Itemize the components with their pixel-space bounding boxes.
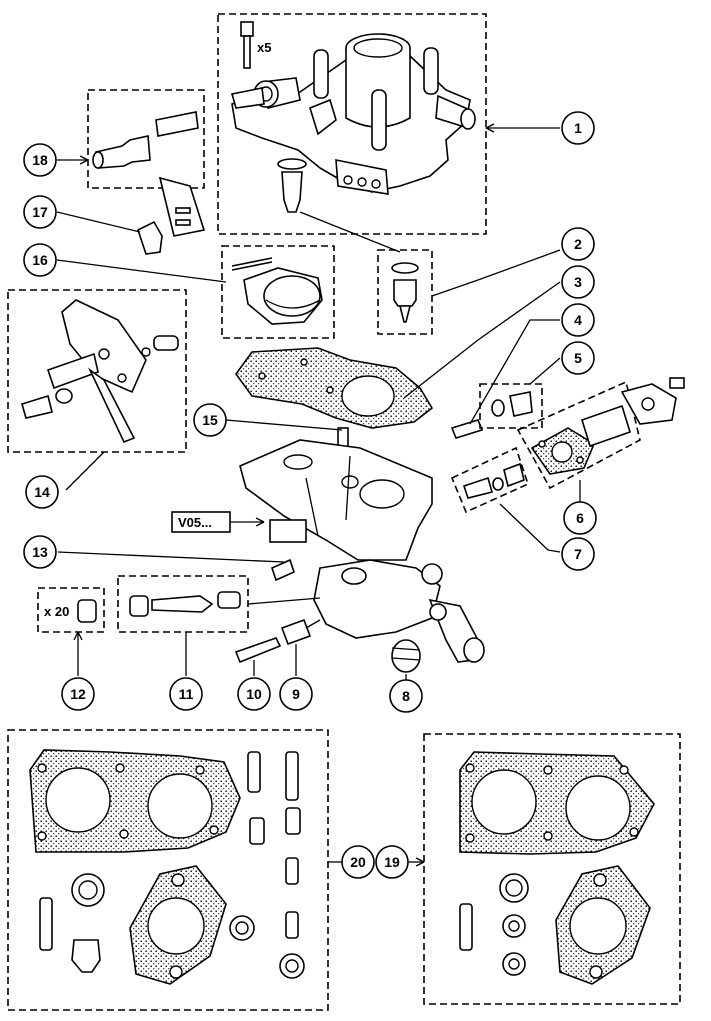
part-6-pump-group (516, 377, 685, 516)
part-11-idle-screw-group (117, 575, 321, 676)
svg-text:4: 4 (574, 312, 582, 328)
svg-text:18: 18 (32, 152, 48, 168)
svg-text:1: 1 (574, 120, 582, 136)
svg-text:6: 6 (576, 510, 584, 526)
part-1-top-cover-group: x5 (217, 13, 560, 235)
callout-3: 3 (561, 265, 595, 299)
svg-text:10: 10 (246, 686, 262, 702)
callout-6: 6 (563, 501, 597, 535)
svg-text:17: 17 (32, 204, 48, 220)
part-13-screw (57, 551, 295, 582)
svg-text:14: 14 (34, 484, 50, 500)
callout-14: 14 (25, 475, 59, 509)
part-12-plug-group: x 20 (37, 587, 105, 676)
callout-12: 12 (61, 677, 95, 711)
code-label: V05... (178, 515, 212, 530)
code-label-box: V05... (171, 511, 265, 533)
leader-lines (56, 155, 227, 283)
callout-17: 17 (23, 195, 57, 229)
part-14-choke-lever-group (7, 289, 187, 491)
callout-7: 7 (561, 537, 595, 571)
callout-16: 16 (23, 243, 57, 277)
svg-text:3: 3 (574, 274, 582, 290)
part-17-clip (137, 176, 206, 255)
callout-4: 4 (561, 303, 595, 337)
callout-9: 9 (279, 677, 313, 711)
part-16-float-group (221, 245, 335, 339)
carburetor-main-body (239, 439, 485, 663)
svg-text:8: 8 (402, 688, 410, 704)
screws-qty-label: x5 (257, 40, 271, 55)
callout-5: 5 (561, 341, 595, 375)
kit-19-group (408, 733, 681, 1005)
svg-text:16: 16 (32, 252, 48, 268)
callout-19: 19 (375, 845, 409, 879)
callout-8: 8 (389, 679, 423, 713)
svg-text:9: 9 (292, 686, 300, 702)
part-9-spring (280, 618, 321, 676)
callout-20: 20 (341, 845, 375, 879)
svg-text:11: 11 (179, 686, 194, 702)
callout-10: 10 (237, 677, 271, 711)
part-18-fuel-inlet-group (87, 89, 205, 189)
svg-text:5: 5 (574, 350, 582, 366)
cover-screw (240, 21, 254, 69)
part-8-spring (391, 639, 421, 680)
part-10-screw (234, 637, 282, 676)
part-2-needle-valve-group (299, 211, 561, 335)
svg-text:20: 20 (350, 854, 366, 870)
svg-text:15: 15 (202, 412, 218, 428)
callout-2: 2 (561, 227, 595, 261)
svg-text:19: 19 (384, 854, 400, 870)
callout-11: 11 (169, 677, 203, 711)
kit-20-group (7, 729, 342, 1011)
top-cover-body (230, 33, 476, 213)
part-3-gasket (235, 281, 561, 429)
svg-text:2: 2 (574, 236, 582, 252)
callout-18: 18 (23, 143, 57, 177)
part-7-econ-group (450, 446, 561, 553)
callout-15: 15 (193, 403, 227, 437)
callout-13: 13 (23, 535, 57, 569)
svg-text:7: 7 (574, 546, 582, 562)
part-5-valve-group (479, 357, 561, 429)
callout-1: 1 (561, 111, 595, 145)
svg-text:12: 12 (70, 686, 86, 702)
svg-text:13: 13 (32, 544, 48, 560)
part-4-jet (450, 319, 560, 439)
plugs-qty-label: x 20 (44, 604, 69, 619)
